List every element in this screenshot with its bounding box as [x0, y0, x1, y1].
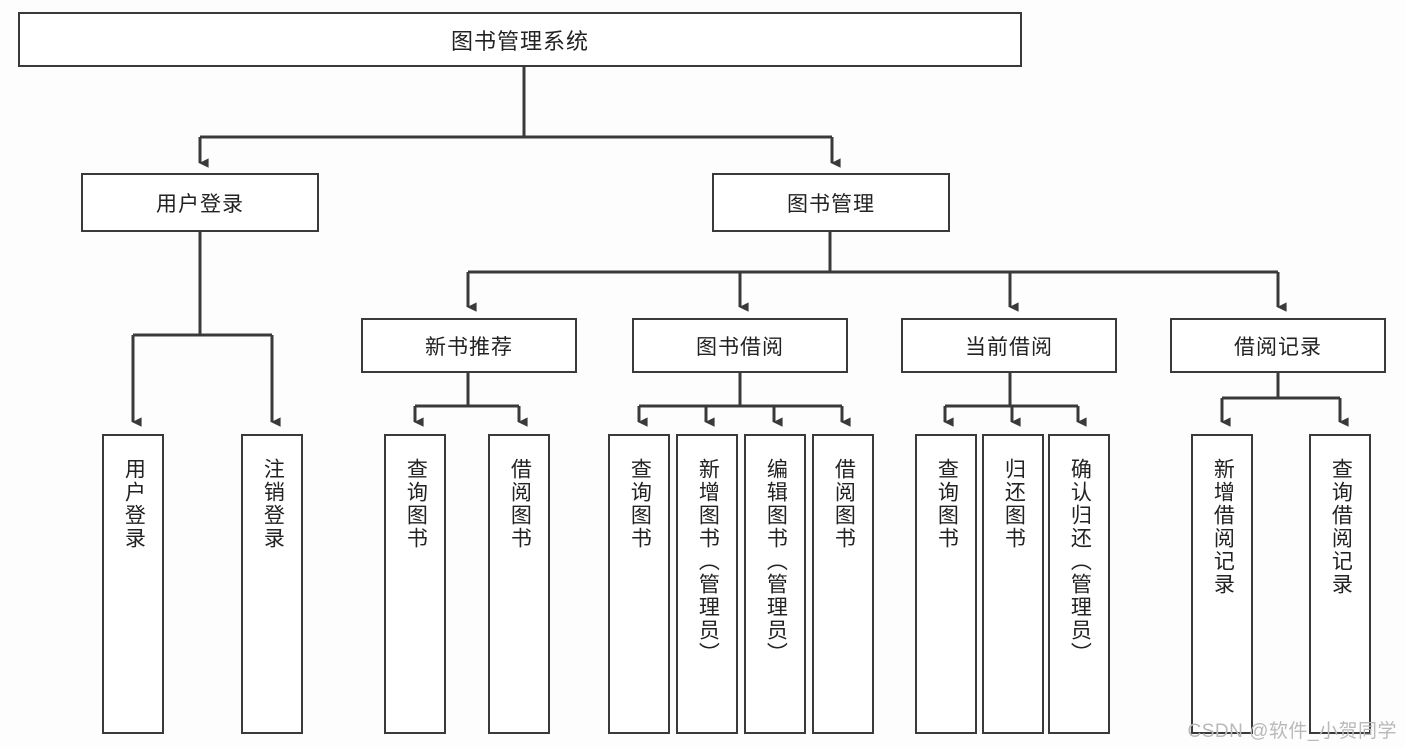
node-label: 注销登录	[261, 458, 285, 550]
node-label: 用户登录	[156, 192, 244, 216]
node-label: 借阅记录	[1234, 335, 1322, 359]
leaf-query-borrow-record[interactable]: 查询借阅记录	[1309, 434, 1371, 734]
leaf-query-book-recommend[interactable]: 查询图书	[384, 434, 446, 734]
leaf-query-book-current[interactable]: 查询图书	[915, 434, 977, 734]
node-label: 借阅图书	[832, 458, 856, 550]
node-label: 查询图书	[404, 458, 428, 550]
node-label: 用户登录	[122, 458, 146, 550]
node-book-management[interactable]: 图书管理	[712, 173, 950, 232]
leaf-return-book[interactable]: 归还图书	[982, 434, 1044, 734]
node-label: 图书管理	[787, 192, 875, 216]
node-label: 查询图书	[628, 458, 652, 550]
node-label: 确认归还（管理员）	[1068, 458, 1092, 665]
leaf-add-book-admin[interactable]: 新增图书（管理员）	[676, 434, 738, 734]
node-label: 借阅图书	[508, 458, 532, 550]
node-label: 新书推荐	[425, 335, 513, 359]
node-label: 编辑图书（管理员）	[764, 458, 788, 665]
leaf-add-borrow-record[interactable]: 新增借阅记录	[1191, 434, 1253, 734]
node-user-login[interactable]: 用户登录	[81, 173, 319, 232]
node-label: 归还图书	[1002, 458, 1026, 550]
leaf-borrow-book[interactable]: 借阅图书	[812, 434, 874, 734]
node-label: 新增借阅记录	[1211, 458, 1235, 596]
node-borrow-record[interactable]: 借阅记录	[1170, 318, 1386, 373]
node-label: 新增图书（管理员）	[696, 458, 720, 665]
leaf-user-login[interactable]: 用户登录	[102, 434, 164, 734]
leaf-confirm-return-admin[interactable]: 确认归还（管理员）	[1048, 434, 1110, 734]
leaf-borrow-book-recommend[interactable]: 借阅图书	[488, 434, 550, 734]
node-label: 查询图书	[935, 458, 959, 550]
node-current-borrow[interactable]: 当前借阅	[901, 318, 1117, 373]
node-label: 图书借阅	[696, 335, 784, 359]
node-new-book-recommend[interactable]: 新书推荐	[361, 318, 577, 373]
node-label: 查询借阅记录	[1329, 458, 1353, 596]
leaf-query-book-borrow[interactable]: 查询图书	[608, 434, 670, 734]
leaf-logout[interactable]: 注销登录	[241, 434, 303, 734]
node-root-library-management-system[interactable]: 图书管理系统	[18, 12, 1022, 67]
node-book-borrow[interactable]: 图书借阅	[632, 318, 848, 373]
node-label: 图书管理系统	[450, 28, 589, 54]
node-label: 当前借阅	[965, 335, 1053, 359]
leaf-edit-book-admin[interactable]: 编辑图书（管理员）	[744, 434, 806, 734]
